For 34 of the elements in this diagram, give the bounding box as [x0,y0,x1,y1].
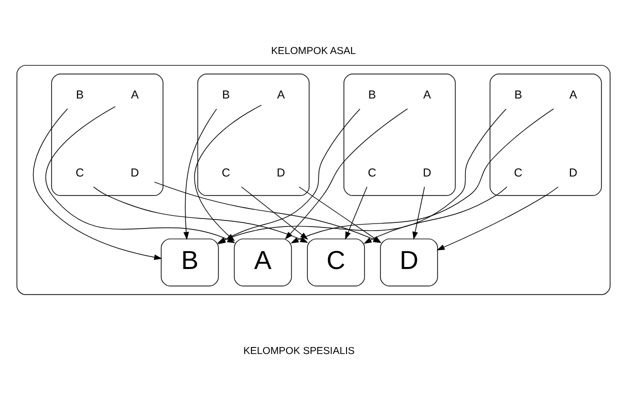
arrow [345,186,368,240]
cluster [344,73,456,196]
node-text: A [569,88,578,101]
diagram-title: KELOMPOK ASAL [271,45,356,56]
node-text: D [569,167,578,180]
arrow [32,108,162,260]
node-box: B [160,238,219,286]
node-text: A [130,88,139,101]
node-text: C [368,167,376,180]
node-box: A [234,238,292,286]
node-text: A [277,88,285,101]
arrow [436,186,559,250]
caption: KELOMPOK SPESIALIS [243,345,355,356]
cluster [16,64,610,295]
node-text: A [423,88,431,101]
node-text: C [222,167,230,180]
node-text: D [422,167,432,180]
arrow [284,108,408,240]
arrow [183,108,217,240]
cluster [490,73,602,196]
cluster [197,73,310,196]
node-text: D [130,167,139,180]
arrow [412,186,425,240]
node-box: C [306,238,365,286]
node-text: B [514,88,522,101]
node-box: D [380,238,438,286]
arrow [241,186,308,240]
node-text: B [222,88,230,101]
node-text: D [276,167,286,180]
node-text: C [76,167,84,180]
node-text: B [368,88,376,101]
node-text: C [514,167,522,180]
node-text: B [76,88,84,101]
cluster [51,73,164,196]
